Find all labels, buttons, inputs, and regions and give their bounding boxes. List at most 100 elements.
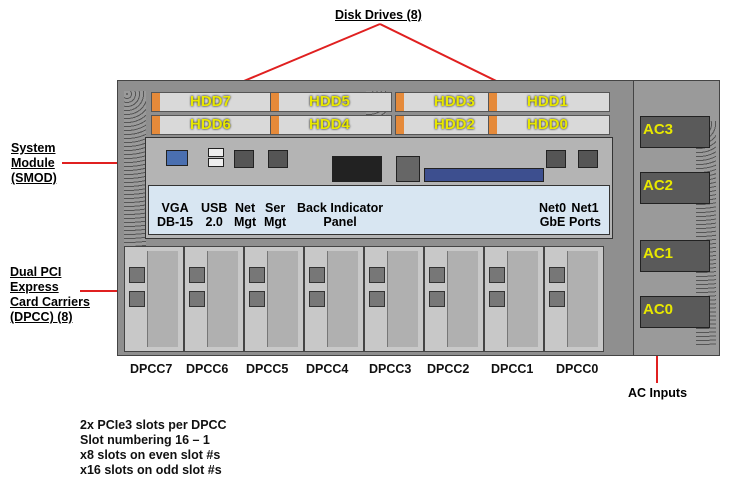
dpcc-card[interactable] [124,246,184,352]
hdd-bay[interactable]: HDD0 [488,115,610,135]
hdd-latch[interactable] [271,116,279,134]
ser-mgt-label-line-1: Ser [265,201,286,215]
hdd-latch[interactable] [396,93,404,111]
dpcc-handle [507,251,538,347]
pcie-port [129,291,145,307]
dpcc-card[interactable] [244,246,304,352]
ac-label: AC0 [643,301,674,318]
dpcc-handle [207,251,238,347]
dpcc-card[interactable] [544,246,604,352]
ac-inlet[interactable]: AC1 [640,240,710,272]
net-mgt-port [234,150,254,168]
dpcc-card[interactable] [424,246,484,352]
ac-label: AC1 [643,245,674,262]
ac-inlet[interactable]: AC2 [640,172,710,204]
usb-label-line-2: 2.0 [205,215,223,229]
ac-inlet[interactable]: AC0 [640,296,710,328]
system-module-line-1: System [11,141,56,155]
dpcc-handle [147,251,178,347]
system-module-callout: System Module (SMOD) [11,141,57,186]
dpcc-handle [327,251,358,347]
net0-label-line-2: GbE [539,215,566,229]
net1-label-line-1: Net1 [571,201,599,215]
net-mgt-label-line-1: Net [235,201,256,215]
pcie-port [429,291,445,307]
dpcc-label: DPCC6 [186,362,229,376]
dpcc-label: DPCC0 [556,362,599,376]
hdd-bay[interactable]: HDD1 [488,92,610,112]
pcie-port [309,291,325,307]
ac-inputs-callout: AC Inputs [628,386,688,400]
ser-mgt-label-line-2: Mgt [264,215,287,229]
hdd-label: HDD3 [434,93,475,110]
net0-label: Net0 GbE [539,201,566,229]
net1-label: Net1 Ports [569,201,601,229]
pcie-port [489,267,505,283]
hdd-latch[interactable] [152,93,160,111]
hdd-bay[interactable]: HDD5 [270,92,392,112]
vga-label-line-1: VGA [161,201,189,215]
indicator-panel [332,156,382,182]
back-indicator-line-2: Panel [323,215,357,229]
vga-label-line-2: DB-15 [157,215,194,229]
ac-label: AC3 [643,121,674,138]
usb-port [208,158,224,167]
pcie-port [549,267,565,283]
pcie-port [429,267,445,283]
dpcc-handle [447,251,478,347]
dpcc-handle [387,251,418,347]
hdd-bay[interactable]: HDD4 [270,115,392,135]
hdd-label: HDD1 [527,93,568,110]
vga-port [166,150,188,166]
system-module-line-3: (SMOD) [11,171,57,185]
hdd-latch[interactable] [396,116,404,134]
dpcc-card[interactable] [364,246,424,352]
hdd-label: HDD2 [434,116,475,133]
net0-port [546,150,566,168]
net-mgt-label: Net Mgt [234,201,256,229]
usb-label: USB 2.0 [201,201,227,229]
dpcc-label: DPCC2 [427,362,470,376]
smod-port-labels: VGA DB-15 USB 2.0 Net Mgt Ser Mgt Back I… [148,185,610,235]
hdd-bay[interactable]: HDD2 [395,115,517,135]
hdd-latch[interactable] [489,116,497,134]
dpcc-notes: 2x PCIe3 slots per DPCC Slot numbering 1… [80,418,227,478]
indicator-module [396,156,420,182]
vga-label: VGA DB-15 [157,201,193,229]
back-indicator-label: Back Indicator Panel [297,201,383,229]
hdd-bay[interactable]: HDD6 [151,115,273,135]
hdd-label: HDD4 [309,116,350,133]
dpcc-callout-line-2: Express [10,280,59,294]
pcie-port [369,291,385,307]
dpcc-label: DPCC4 [306,362,349,376]
net-mgt-label-line-2: Mgt [234,215,257,229]
note-line: Slot numbering 16 – 1 [80,433,210,447]
dpcc-handle [567,251,598,347]
ser-mgt-label: Ser Mgt [264,201,286,229]
hdd-latch[interactable] [152,116,160,134]
pcie-port [549,291,565,307]
dpcc-label: DPCC5 [246,362,289,376]
ac-inlet[interactable]: AC3 [640,116,710,148]
dpcc-callout: Dual PCI Express Card Carriers (DPCC) (8… [10,265,90,325]
hdd-latch[interactable] [271,93,279,111]
dpcc-card[interactable] [184,246,244,352]
ac-label: AC2 [643,177,674,194]
pcie-port [129,267,145,283]
dpcc-label: DPCC3 [369,362,412,376]
hdd-latch[interactable] [489,93,497,111]
hdd-bay[interactable]: HDD7 [151,92,273,112]
dpcc-card[interactable] [304,246,364,352]
dpcc-callout-line-1: Dual PCI [10,265,62,279]
dpcc-handle [267,251,298,347]
pcie-port [249,291,265,307]
pcie-port [489,291,505,307]
net0-label-line-1: Net0 [539,201,567,215]
dpcc-card[interactable] [484,246,544,352]
hdd-label: HDD7 [190,93,231,110]
system-module-line-2: Module [11,156,55,170]
ser-mgt-port [268,150,288,168]
hdd-label: HDD6 [190,116,231,133]
dpcc-label: DPCC7 [130,362,173,376]
note-line: x16 slots on odd slot #s [80,463,222,477]
